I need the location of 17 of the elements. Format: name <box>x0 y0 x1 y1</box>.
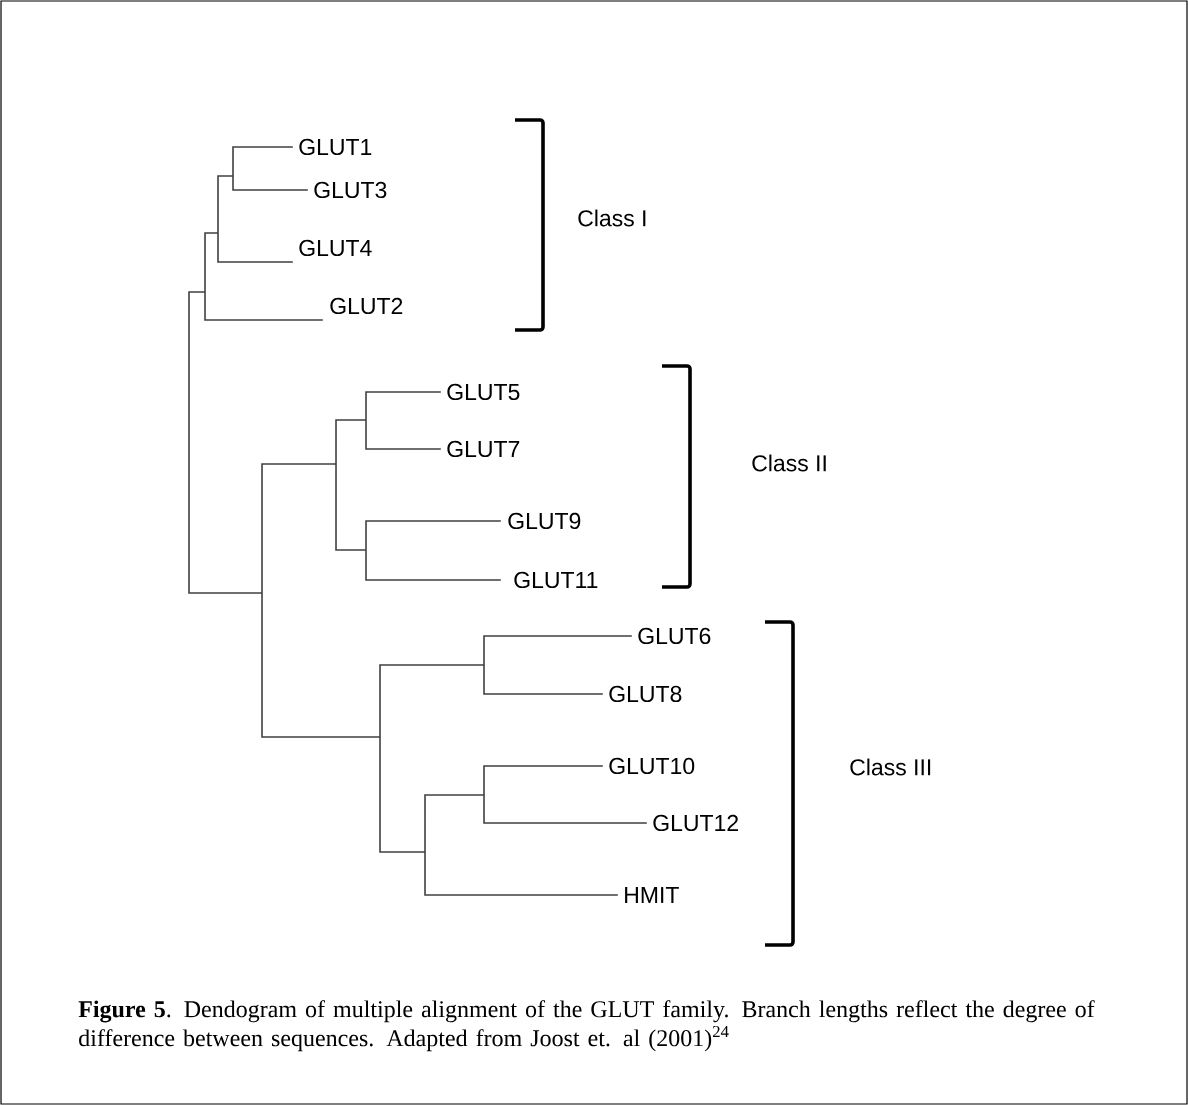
class-label: Class II <box>752 454 826 472</box>
leaf-label: GLUT12 <box>653 814 738 832</box>
leaf-label: GLUT4 <box>299 239 372 257</box>
leaf-label: GLUT8 <box>609 685 682 703</box>
leaf-label: HMIT <box>625 887 679 903</box>
leaf-label: GLUT5 <box>447 383 520 401</box>
leaf-label: GLUT1 <box>299 138 372 156</box>
class-label: Class III <box>850 758 931 776</box>
leaf-label: GLUT9 <box>508 512 581 530</box>
leaf-label: GLUT3 <box>314 181 387 199</box>
leaf-label: GLUT2 <box>330 297 403 315</box>
figure-caption: Figure 5. Dendogram of multiple alignment of the GLUT family. Branch lengths reflect the degree of difference between sequences. Adapted from Joost et. al (2001)$^{24}$ <box>78 1000 1095 1052</box>
leaf-label: GLUT10 <box>609 757 695 775</box>
leaf-label: GLUT7 <box>447 440 520 458</box>
leaf-label: GLUT11 <box>514 571 598 589</box>
leaf-label: GLUT6 <box>638 627 711 645</box>
class-label: Class I <box>578 209 646 227</box>
